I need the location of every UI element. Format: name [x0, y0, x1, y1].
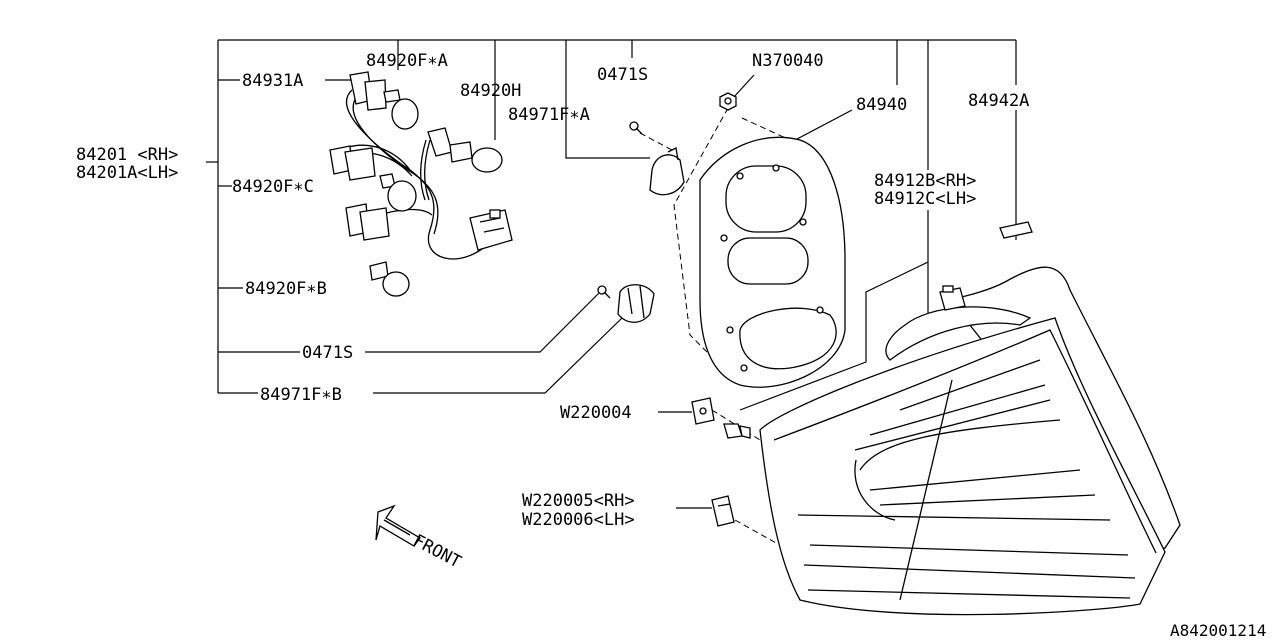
labels: 84201 <RH> 84201A<LH> 84931A 84920F∗A 84… — [76, 51, 1266, 640]
gasket-84940 — [699, 136, 846, 388]
label-clip-lh: W220006<LH> — [522, 510, 635, 530]
label-front: FRONT — [410, 531, 465, 573]
screw-0471s-top — [629, 121, 643, 135]
label-cover: 84942A — [968, 91, 1029, 111]
label-lens-lh: 84912C<LH> — [874, 189, 976, 209]
lens-84912 — [759, 266, 1181, 616]
holder-84971f-a — [649, 147, 685, 196]
label-harness-lh: 84201A<LH> — [76, 163, 178, 183]
label-holder-84971f-b: 84971F∗B — [260, 385, 342, 405]
front-arrow-icon — [375, 504, 421, 547]
label-socket-84931a: 84931A — [242, 71, 303, 91]
label-screw-top: 0471S — [597, 65, 648, 85]
screw-lens — [723, 423, 751, 439]
label-screw-left: 0471S — [302, 343, 353, 363]
nut-n370040 — [719, 92, 737, 111]
socket-lower — [345, 203, 390, 241]
label-bulb-84920f-c: 84920F∗C — [232, 177, 314, 197]
clip-w220004 — [691, 397, 715, 425]
label-bulb-84920f-b: 84920F∗B — [245, 279, 327, 299]
socket-84920f-c — [329, 145, 417, 212]
label-clip-w220004: W220004 — [560, 403, 632, 423]
label-holder-84971f-a: 84971F∗A — [508, 105, 590, 125]
label-gasket: 84940 — [856, 95, 907, 115]
bulb-84920f-b — [369, 261, 410, 297]
bulb-84920h — [427, 127, 503, 173]
label-harness-rh: 84201 <RH> — [76, 145, 178, 165]
cover-84942a — [999, 221, 1033, 239]
label-lens-rh: 84912B<RH> — [874, 171, 976, 191]
diagram-id: A842001214 — [1170, 621, 1266, 640]
screw-0471s-left — [597, 285, 611, 299]
socket-84931a — [349, 71, 387, 111]
holder-84971f-b — [617, 284, 655, 323]
clip-w220005 — [711, 495, 735, 527]
label-bulb-84920h: 84920H — [460, 81, 521, 101]
label-nut: N370040 — [752, 51, 824, 71]
label-clip-rh: W220005<RH> — [522, 491, 635, 511]
label-bulb-84920f-a: 84920F∗A — [366, 51, 448, 71]
bulb-84920f-a — [383, 89, 419, 130]
